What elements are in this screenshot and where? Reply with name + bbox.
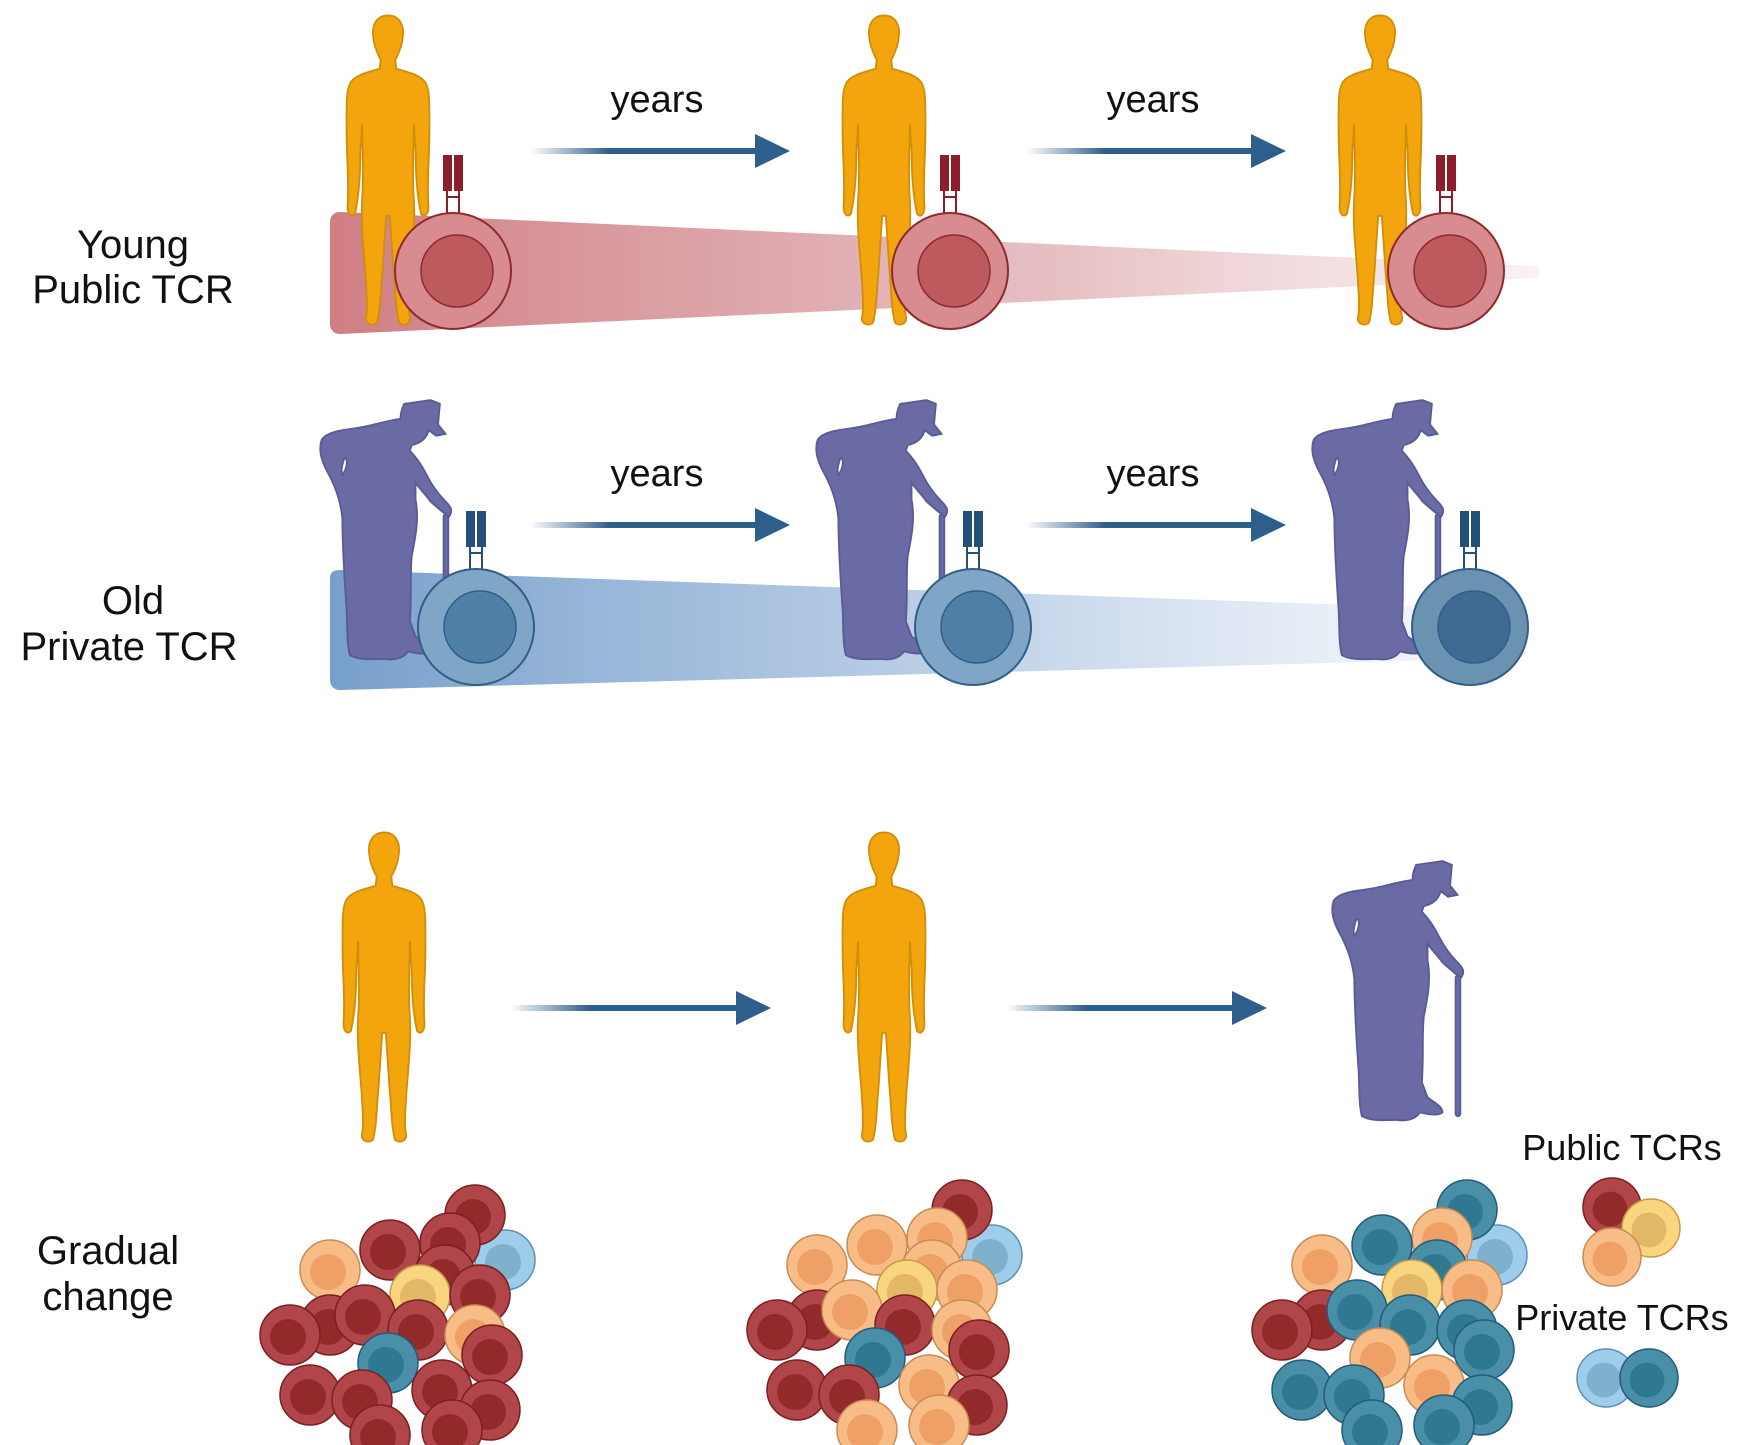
t-cell-nucleus bbox=[443, 590, 517, 664]
row-label-line-2: Private TCR bbox=[20, 625, 237, 669]
row-label-line-2: change bbox=[42, 1275, 173, 1319]
arrow-icon bbox=[1006, 991, 1267, 1025]
public-tcr-cell-red bbox=[948, 1319, 1010, 1381]
public-tcr-cell-orange bbox=[299, 1239, 361, 1301]
public-tcr-cell-red bbox=[279, 1364, 341, 1426]
arrow-icon bbox=[530, 508, 790, 542]
legend-public-tcrs-title: Public TCRs bbox=[1522, 1127, 1721, 1168]
row-label-line-1: Young bbox=[77, 223, 189, 267]
legend-private-tcrs-title: Private TCRs bbox=[1515, 1297, 1728, 1338]
t-cell-nucleus bbox=[1413, 234, 1487, 308]
arrow-icon bbox=[510, 991, 771, 1025]
public-tcr-cell-red bbox=[461, 1324, 523, 1386]
public-t-cell-icon bbox=[1387, 155, 1505, 330]
row-gradual-change: Gradual change bbox=[37, 831, 1528, 1445]
tcr-receptor-icon bbox=[443, 155, 463, 215]
arrow-label-years: years bbox=[1107, 79, 1200, 121]
public-tcr-cell-red bbox=[349, 1404, 411, 1445]
arrow-label-years: years bbox=[1107, 453, 1200, 495]
public-t-cell-icon bbox=[891, 155, 1009, 330]
public-tcr-cell-red bbox=[421, 1399, 483, 1445]
public-tcr-cell-red bbox=[1251, 1299, 1313, 1361]
arrow-icon bbox=[530, 134, 790, 168]
public-tcr-cell-red bbox=[259, 1304, 321, 1366]
private-tcr-cell-teal bbox=[1351, 1214, 1413, 1276]
row-old-private-tcr: Old Private TCR years years bbox=[20, 399, 1529, 690]
public-t-cell-icon bbox=[394, 155, 512, 330]
public-tcr-cell-orange bbox=[1291, 1234, 1353, 1296]
private-tcr-cell-teal bbox=[1413, 1394, 1475, 1445]
arrow-label-years: years bbox=[611, 453, 704, 495]
legend-public-tcr-cells bbox=[1582, 1177, 1681, 1287]
public-tcr-cell-red bbox=[746, 1299, 808, 1361]
old-person-with-cane-icon bbox=[1331, 860, 1465, 1122]
private-tcr-cell-teal bbox=[1326, 1279, 1388, 1341]
private-tcr-cell-teal bbox=[1619, 1348, 1679, 1408]
young-person-icon bbox=[841, 831, 927, 1143]
tcr-receptor-icon bbox=[940, 155, 960, 215]
private-tcr-cell-light-blue bbox=[1576, 1348, 1636, 1408]
public-tcr-cell-orange bbox=[836, 1399, 898, 1445]
t-cell-nucleus bbox=[940, 590, 1014, 664]
legend: Public TCRs Private TCRs bbox=[1515, 1127, 1729, 1408]
public-tcr-cell-orange bbox=[908, 1394, 970, 1445]
public-tcr-cell-orange bbox=[846, 1214, 908, 1276]
private-t-cell-icon bbox=[417, 511, 535, 686]
row-label-line-1: Old bbox=[102, 579, 164, 623]
t-cell-repertoire-cluster-young bbox=[259, 1184, 536, 1445]
arrow-icon bbox=[1026, 134, 1286, 168]
t-cell-nucleus bbox=[420, 234, 494, 308]
tcr-receptor-icon bbox=[1460, 511, 1480, 571]
t-cell-repertoire-cluster-old bbox=[1251, 1179, 1528, 1445]
arrow-label-years: years bbox=[611, 79, 704, 121]
tcr-receptor-icon bbox=[1436, 155, 1456, 215]
legend-private-tcr-cells bbox=[1576, 1348, 1679, 1408]
row-label-line-2: Public TCR bbox=[32, 268, 234, 312]
young-person-icon bbox=[341, 831, 427, 1143]
public-tcr-cell-orange bbox=[1582, 1227, 1642, 1287]
t-cell-nucleus bbox=[1437, 590, 1511, 664]
arrow-icon bbox=[1026, 508, 1286, 542]
public-tcr-cell-red bbox=[334, 1284, 396, 1346]
row-young-public-tcr: Young Public TCR years years bbox=[32, 14, 1541, 334]
private-tcr-cell-teal bbox=[1271, 1359, 1333, 1421]
row-label-line-1: Gradual bbox=[37, 1229, 179, 1273]
public-tcr-cell-red bbox=[766, 1359, 828, 1421]
private-t-cell-icon bbox=[1411, 511, 1529, 686]
private-t-cell-icon bbox=[914, 511, 1032, 686]
t-cell-repertoire-cluster-middle bbox=[746, 1179, 1023, 1445]
tcr-receptor-icon bbox=[963, 511, 983, 571]
tcr-receptor-icon bbox=[466, 511, 486, 571]
t-cell-nucleus bbox=[917, 234, 991, 308]
public-tcr-cell-red bbox=[359, 1219, 421, 1281]
private-tcr-cell-teal bbox=[1341, 1399, 1403, 1445]
private-tcr-cell-teal bbox=[1453, 1319, 1515, 1381]
